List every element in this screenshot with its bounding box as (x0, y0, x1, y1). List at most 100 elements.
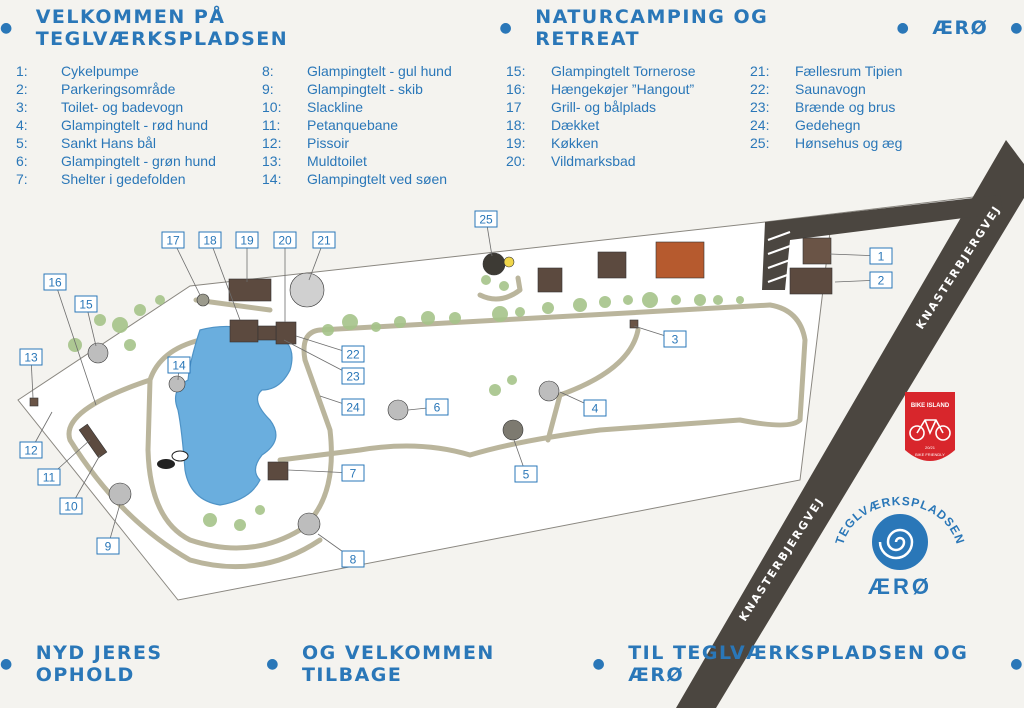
callout-22: 22 (295, 335, 365, 363)
toilet-wagon (629, 319, 639, 329)
legend-label: Parkeringsområde (61, 81, 176, 97)
callout-box (235, 231, 259, 249)
legend-label: Glampingtelt ved søen (307, 171, 448, 187)
callout-box (341, 345, 365, 363)
legend-number: 11: (262, 117, 281, 133)
callout-4: 4 (559, 391, 607, 417)
legend-item: 13: Muldtoilet (262, 152, 452, 170)
badge-subtitle: BIKE FRIENDLY (915, 452, 945, 457)
legend-number: 8: (262, 63, 274, 79)
callout-box (341, 398, 365, 416)
shelter (267, 461, 289, 481)
legend-column-1: 1:Cykelpumpe 2:Parkeringsområde 3:Toilet… (16, 62, 216, 188)
legend-number: 15: (506, 63, 526, 79)
legend-item: 19:Køkken (506, 134, 695, 152)
bullet-icon: ● (896, 20, 911, 36)
legend-label: Cykelpumpe (61, 63, 139, 79)
legend-label: Glampingtelt - skib (307, 81, 423, 97)
legend-column-2: 8:Glampingtelt - gul hund 9:Glampingtelt… (262, 62, 452, 188)
legend-label: Muldtoilet (307, 153, 367, 169)
teglvaerkspladsen-logo: TEGLVÆRKSPLADSEN ÆRØ (832, 494, 966, 599)
egg (503, 256, 515, 268)
legend-label: Grill- og bålplads (551, 99, 657, 115)
legend-number: 23: (750, 99, 770, 115)
callout-9: 9 (96, 503, 121, 555)
callout-8: 8 (317, 533, 365, 568)
callout-number: 16 (48, 276, 62, 290)
legend-item: 25: Hønsehus og æg (750, 134, 902, 152)
tent-green-dog (387, 399, 409, 421)
legend-item: 6: Glampingtelt - grøn hund (16, 152, 216, 170)
parking-shed (789, 267, 833, 295)
callout-number: 11 (43, 471, 56, 485)
callout-number: 13 (24, 351, 38, 365)
logo-name: ÆRØ (868, 574, 932, 599)
callout-box (663, 330, 687, 348)
callout-21: 21 (308, 231, 336, 281)
legend-item: 16: Hængekøjer ”Hangout” (506, 80, 695, 98)
callout-box (425, 398, 449, 416)
legend-number: 18: (506, 117, 526, 133)
callout-box (341, 550, 365, 568)
callout-box (869, 271, 893, 289)
legend-label: Brænde og brus (795, 99, 896, 115)
callout-13: 13 (19, 348, 43, 399)
header-text-subtitle: NATURCAMPING OG RETREAT (535, 6, 769, 50)
callout-14: 14 (167, 356, 191, 381)
footer-text-destination: TIL TEGLVÆRKSPLADSEN OG ÆRØ (628, 642, 969, 686)
legend-number: 6: (16, 153, 28, 169)
trees (68, 275, 744, 531)
legend-label: Sankt Hans bål (61, 135, 156, 151)
callout-23: 23 (283, 339, 365, 385)
legend-number: 25: (750, 135, 770, 151)
legend-item: 8:Glampingtelt - gul hund (262, 62, 452, 80)
badge-year: 20/21 (925, 445, 936, 450)
legend-item: 20:Vildmarksbad (506, 152, 695, 170)
legend-number: 14: (262, 171, 282, 187)
legend-number: 3: (16, 99, 28, 115)
legend-item: 22:Saunavogn (750, 80, 902, 98)
legend-number: 24: (750, 117, 770, 133)
footer-text-welcome-back: OG VELKOMMEN TILBAGE (301, 642, 495, 686)
bullet-icon: ● (592, 656, 607, 672)
callout-leader-line (209, 239, 241, 321)
deck-building (229, 319, 259, 343)
callout-box (74, 295, 98, 313)
callout-box (59, 497, 83, 515)
spiral-icon (872, 514, 928, 570)
legend-number: 13: (262, 153, 282, 169)
legend-number: 17 (506, 99, 522, 115)
side-road (762, 195, 1003, 290)
callout-number: 18 (203, 234, 217, 248)
legend-number: 19: (506, 135, 526, 151)
legend-label: Hønsehus og æg (795, 135, 903, 151)
callout-number: 3 (672, 333, 679, 347)
badge-title: BIKE ISLAND (911, 403, 950, 409)
henhouse (482, 252, 506, 276)
legend-label: Shelter i gedefolden (61, 171, 186, 187)
compost-toilet (29, 397, 39, 407)
callout-25: 25 (474, 210, 498, 257)
callout-box (583, 399, 607, 417)
bullet-icon: ● (1010, 656, 1024, 672)
callout-number: 17 (166, 234, 180, 248)
legend-label: Toilet- og badevogn (61, 99, 184, 115)
tent-ship (108, 482, 132, 506)
legend-number: 20: (506, 153, 526, 169)
legend-item: 7:Shelter i gedefolden (16, 170, 216, 188)
callout-number: 10 (64, 500, 78, 514)
legend-item: 1:Cykelpumpe (16, 62, 216, 80)
legend-number: 16: (506, 81, 526, 97)
callout-number: 20 (278, 234, 292, 248)
parking-area (767, 231, 791, 283)
tent-red-dog (538, 380, 560, 402)
grill-spot (196, 293, 210, 307)
legend-label: Hængekøjer ”Hangout” (551, 81, 695, 97)
callout-number: 24 (346, 401, 360, 415)
callout-number: 21 (317, 234, 331, 248)
legend-label: Glampingtelt - grøn hund (61, 153, 216, 169)
callout-box (514, 465, 538, 483)
cabin-building (537, 267, 563, 293)
footer-banner: ● NYD JERES OPHOLD ● OG VELKOMMEN TILBAG… (0, 642, 1024, 686)
callout-5: 5 (513, 439, 538, 483)
